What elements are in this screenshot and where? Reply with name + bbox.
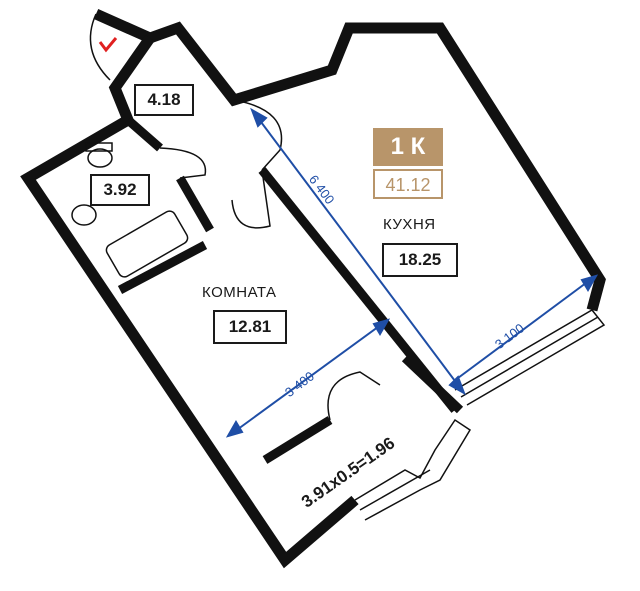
kitchen-label: КУХНЯ [383, 216, 436, 233]
bath-door [159, 147, 207, 179]
wall-bath-bottom [117, 241, 208, 294]
kitchen-area: 18.25 [382, 243, 458, 277]
entrance-door [89, 13, 111, 81]
bathroom-area: 3.92 [90, 174, 150, 206]
dim-line-kitchen-length [257, 117, 459, 386]
bathroom-fixtures [71, 142, 189, 278]
bathtub [105, 210, 189, 278]
apartment-type: 1 К [373, 128, 443, 166]
wall-top-vestibule [93, 8, 606, 312]
wall-room-lower [401, 354, 464, 414]
dim-line-kitchen-width [457, 279, 591, 379]
living-area: 12.81 [213, 310, 287, 344]
balcony-door [327, 371, 381, 421]
interior-walls [117, 116, 464, 464]
balcony-glazing [354, 418, 472, 521]
wall-bath-top [125, 116, 163, 152]
sink [71, 204, 97, 226]
room-door [231, 169, 271, 229]
exterior-walls [20, 8, 606, 569]
wall-balcony-split [262, 416, 333, 464]
vestibule-door [233, 99, 283, 171]
wall-left [20, 34, 359, 569]
wall-bath-right [176, 175, 214, 233]
dimension-lines [225, 107, 599, 438]
dim-line-room-width [233, 323, 383, 433]
windows [354, 309, 606, 521]
toilet [87, 148, 113, 168]
vestibule-area: 4.18 [134, 84, 194, 116]
apartment-badge: 1 К 41.12 [373, 128, 443, 199]
doors [89, 13, 381, 421]
ventilation-mark-icon [98, 37, 118, 53]
living-label: КОМНАТА [202, 284, 277, 301]
total-area: 41.12 [373, 169, 443, 199]
